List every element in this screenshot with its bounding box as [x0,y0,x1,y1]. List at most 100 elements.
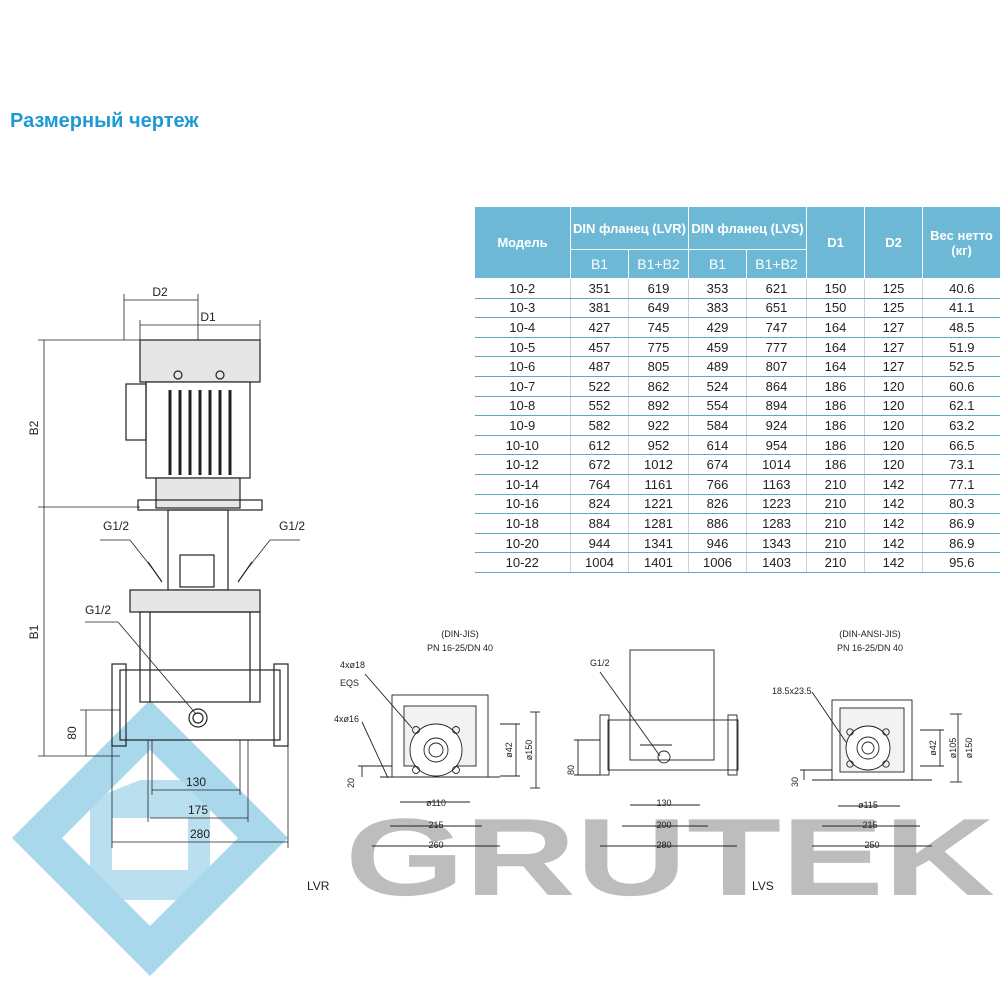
table-cell: 584 [688,415,747,436]
table-cell: 120 [864,435,923,456]
lvs-w215: 215 [862,820,877,830]
lvr-standard: (DIN-JIS) [441,629,479,639]
table-cell: 10-14 [474,474,571,495]
label-d2: D2 [152,285,168,299]
lvr-d150: ø150 [524,740,534,761]
table-cell: 862 [627,376,689,397]
table-cell: 10-9 [474,415,571,436]
table-cell: 672 [570,454,629,475]
table-cell: 1221 [627,494,689,515]
table-cell: 745 [627,317,689,338]
table-cell: 922 [627,415,689,436]
table-cell: 164 [806,337,865,358]
lvr-d42: ø42 [504,742,514,758]
table-cell: 125 [864,278,923,299]
table-cell: 10-6 [474,356,571,377]
side-w130: 130 [656,798,671,808]
table-cell: 1012 [627,454,689,475]
table-cell: 210 [806,474,865,495]
table-cell: 944 [570,533,629,554]
header-d2: D2 [864,206,924,279]
table-cell: 86.9 [922,513,1000,534]
table-cell: 651 [746,298,807,319]
side-g: G1/2 [590,658,610,668]
lvs-d150: ø150 [964,738,974,759]
lvs-pressure: PN 16-25/DN 40 [837,643,903,653]
lvr-h20: 20 [346,778,356,788]
header-din-lvr: DIN фланец (LVR) [569,206,690,250]
table-cell: 120 [864,454,923,475]
table-cell: 150 [806,278,865,299]
table-cell: 10-8 [474,396,571,417]
table-cell: 186 [806,376,865,397]
side-h80: 80 [566,765,576,775]
table-cell: 612 [570,435,629,456]
lvr-w260: 260 [428,840,443,850]
lvs-labels: (DIN-ANSI-JIS) PN 16-25/DN 40 18.5x23.5 … [752,629,974,893]
table-cell: 1401 [627,552,689,573]
label-w130: 130 [186,775,206,789]
lvs-plan-view [800,691,962,847]
table-cell: 95.6 [922,552,1000,573]
table-cell: 775 [627,337,689,358]
lvr-w215: 215 [428,820,443,830]
table-cell: 429 [688,317,747,338]
table-cell: 142 [864,494,923,515]
lvs-w250: 250 [864,840,879,850]
table-cell: 60.6 [922,376,1000,397]
table-cell: 62.1 [922,396,1000,417]
table-cell: 63.2 [922,415,1000,436]
side-w200: 200 [656,820,671,830]
lvs-slot: 18.5x23.5 [772,686,812,696]
label-h80: 80 [65,726,79,740]
lvs-d115: ø115 [858,800,878,810]
table-cell: 1403 [746,552,807,573]
header-d1: D1 [806,206,866,279]
table-cell: 766 [688,474,747,495]
table-cell: 10-22 [474,552,571,573]
side-labels: G1/2 80 130 200 280 [566,658,672,850]
label-w280: 280 [190,827,210,841]
table-cell: 10-12 [474,454,571,475]
label-g-right: G1/2 [279,519,305,533]
brand-logo [12,700,288,976]
table-cell: 383 [688,298,747,319]
table-cell: 120 [864,376,923,397]
table-cell: 10-3 [474,298,571,319]
label-g-mid: G1/2 [85,603,111,617]
table-cell: 186 [806,415,865,436]
table-cell: 1014 [746,454,807,475]
table-cell: 66.5 [922,435,1000,456]
table-cell: 674 [688,454,747,475]
lvs-d42: ø42 [928,740,938,756]
table-cell: 1283 [746,513,807,534]
table-cell: 764 [570,474,629,495]
table-cell: 381 [570,298,629,319]
table-cell: 805 [627,356,689,377]
table-cell: 10-5 [474,337,571,358]
table-cell: 619 [627,278,689,299]
table-cell: 886 [688,513,747,534]
table-cell: 807 [746,356,807,377]
table-cell: 210 [806,494,865,515]
table-cell: 10-4 [474,317,571,338]
table-cell: 186 [806,435,865,456]
label-g-left: G1/2 [103,519,129,533]
header-lvs-b1: B1 [688,249,748,279]
table-cell: 73.1 [922,454,1000,475]
table-cell: 457 [570,337,629,358]
table-cell: 351 [570,278,629,299]
lvr-plan-view [358,673,540,847]
lvs-h30: 30 [790,777,800,787]
table-cell: 120 [864,415,923,436]
table-cell: 1341 [627,533,689,554]
table-cell: 892 [627,396,689,417]
table-cell: 489 [688,356,747,377]
side-w280: 280 [656,840,671,850]
